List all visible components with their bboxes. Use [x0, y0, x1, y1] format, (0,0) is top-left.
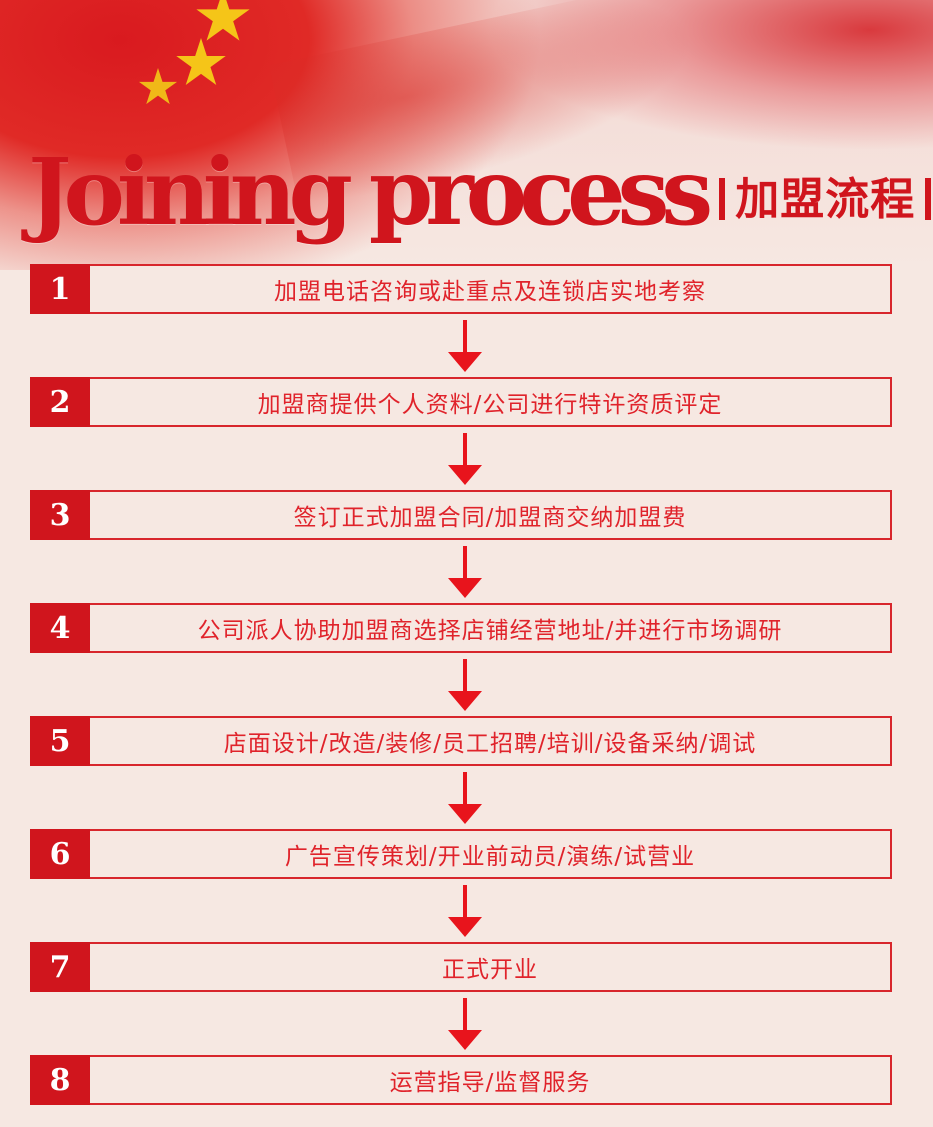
- process-step: 1 加盟电话咨询或赴重点及连锁店实地考察: [30, 264, 892, 314]
- title-divider: [925, 178, 932, 220]
- step-text: 正式开业: [442, 957, 538, 983]
- title-divider: [719, 178, 726, 220]
- step-number: 7: [30, 942, 90, 992]
- step-number: 5: [30, 716, 90, 766]
- down-arrow-icon: [30, 540, 892, 603]
- process-step: 5 店面设计/改造/装修/员工招聘/培训/设备采纳/调试: [30, 716, 892, 766]
- step-text: 公司派人协助加盟商选择店铺经营地址/并进行市场调研: [197, 618, 783, 644]
- header-banner: Joining process 加盟流程: [0, 0, 933, 270]
- step-text: 运营指导/监督服务: [389, 1070, 591, 1096]
- step-number: 3: [30, 490, 90, 540]
- process-step: 2 加盟商提供个人资料/公司进行特许资质评定: [30, 377, 892, 427]
- down-arrow-icon: [30, 766, 892, 829]
- step-text: 加盟电话咨询或赴重点及连锁店实地考察: [274, 279, 706, 305]
- process-steps: 1 加盟电话咨询或赴重点及连锁店实地考察 2 加盟商提供个人资料/公司进行特许资…: [30, 264, 892, 1105]
- step-text: 店面设计/改造/装修/员工招聘/培训/设备采纳/调试: [223, 731, 757, 757]
- down-arrow-icon: [30, 653, 892, 716]
- page-title-english: Joining process: [28, 138, 713, 246]
- process-step: 7 正式开业: [30, 942, 892, 992]
- step-number: 2: [30, 377, 90, 427]
- down-arrow-icon: [30, 427, 892, 490]
- step-text: 广告宣传策划/开业前动员/演练/试营业: [284, 844, 696, 870]
- step-text: 签订正式加盟合同/加盟商交纳加盟费: [293, 505, 687, 531]
- step-number: 6: [30, 829, 90, 879]
- step-number: 4: [30, 603, 90, 653]
- process-step: 6 广告宣传策划/开业前动员/演练/试营业: [30, 829, 892, 879]
- step-number: 8: [30, 1055, 90, 1105]
- title-row: Joining process 加盟流程: [28, 128, 932, 246]
- process-step: 3 签订正式加盟合同/加盟商交纳加盟费: [30, 490, 892, 540]
- down-arrow-icon: [30, 879, 892, 942]
- step-number: 1: [30, 264, 90, 314]
- down-arrow-icon: [30, 314, 892, 377]
- down-arrow-icon: [30, 992, 892, 1055]
- page-title-chinese: 加盟流程: [735, 174, 916, 225]
- step-text: 加盟商提供个人资料/公司进行特许资质评定: [257, 392, 723, 418]
- process-step: 4 公司派人协助加盟商选择店铺经营地址/并进行市场调研: [30, 603, 892, 653]
- process-step: 8 运营指导/监督服务: [30, 1055, 892, 1105]
